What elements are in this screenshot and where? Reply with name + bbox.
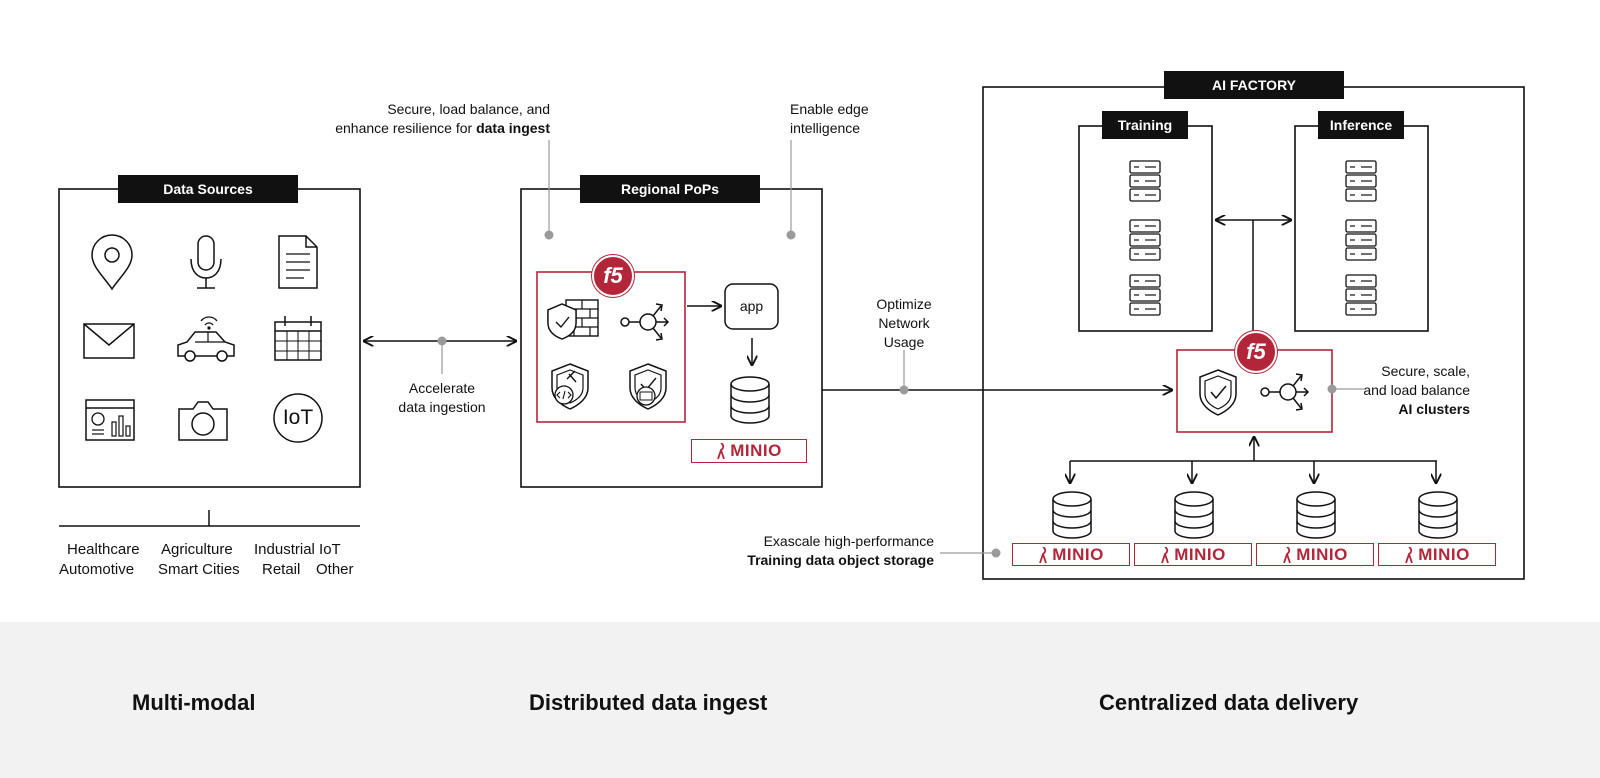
document-icon [278, 235, 318, 289]
iot-icon-label: IoT [282, 406, 314, 429]
edge-annotation: Enable edge intelligence [790, 101, 869, 136]
minio-label: MINIO [1418, 544, 1470, 564]
minio-logo-storage-2: MINIO [1134, 543, 1252, 566]
optimize-annotation: Optimize Network Usage [876, 296, 932, 350]
minio-bird-icon [1283, 546, 1292, 563]
regional-pops-title: Regional PoPs [580, 175, 760, 203]
inference-server-icon-2 [1345, 219, 1377, 261]
training-server-icon-1 [1129, 160, 1161, 202]
dashboard-icon [85, 399, 135, 441]
api-shield-icon [629, 363, 667, 410]
industry-agriculture: Agriculture [161, 541, 233, 558]
inference-server-icon-1 [1345, 160, 1377, 202]
ingest-annotation: Secure, load balance, and enhance resili… [335, 101, 550, 136]
training-server-icon-3 [1129, 274, 1161, 316]
connected-car-icon [177, 316, 235, 362]
pop-database-icon [730, 376, 770, 424]
inference-server-icon-3 [1345, 274, 1377, 316]
f5-logo-pops: f5 [592, 255, 634, 297]
minio-logo-storage-3: MINIO [1256, 543, 1374, 566]
minio-label: MINIO [1052, 544, 1104, 564]
storage-database-icon-3 [1296, 491, 1336, 539]
camera-icon [178, 401, 228, 441]
minio-logo-storage-4: MINIO [1378, 543, 1496, 566]
footer-multi-modal: Multi-modal [132, 690, 256, 715]
industry-automotive: Automotive [59, 561, 135, 578]
industry-healthcare: Healthcare [67, 541, 140, 558]
f5-logo-ai-factory: f5 [1235, 331, 1277, 373]
microphone-icon [190, 235, 222, 289]
code-shield-icon [551, 363, 589, 410]
minio-bird-icon [1405, 546, 1414, 563]
security-shield-icon [1199, 369, 1237, 416]
ai-factory-title: AI FACTORY [1164, 71, 1344, 99]
industry-industrial-iot: Industrial IoT [254, 541, 341, 558]
footer-centralized-delivery: Centralized data delivery [1099, 690, 1359, 715]
training-title: Training [1102, 111, 1188, 139]
minio-label: MINIO [730, 441, 782, 460]
minio-label: MINIO [1174, 544, 1226, 564]
iot-icon [273, 393, 323, 443]
storage-database-icon-1 [1052, 491, 1092, 539]
app-box [724, 283, 779, 330]
industry-other: Other [316, 561, 354, 578]
accelerate-annotation: Accelerate data ingestion [398, 380, 486, 415]
minio-logo-pops: MINIO [691, 439, 807, 463]
load-balancer-icon [620, 303, 669, 341]
footer-band [0, 622, 1600, 778]
data-sources-box [58, 188, 361, 488]
training-server-icon-2 [1129, 219, 1161, 261]
location-pin-icon [91, 234, 133, 291]
data-sources-title: Data Sources [118, 175, 298, 203]
minio-bird-icon [717, 443, 726, 459]
exascale-annotation: Exascale high-performance Training data … [747, 533, 934, 568]
email-icon [83, 323, 135, 359]
secure-scale-annotation: Secure, scale, and load balance AI clust… [1363, 363, 1470, 417]
ai-load-balancer-icon [1260, 373, 1309, 411]
storage-database-icon-2 [1174, 491, 1214, 539]
app-label: app [739, 298, 764, 314]
minio-label: MINIO [1296, 544, 1348, 564]
inference-box [1294, 125, 1429, 332]
firewall-shield-icon [547, 299, 599, 340]
calendar-icon [274, 316, 322, 361]
industry-smart-cities: Smart Cities [158, 561, 240, 578]
minio-bird-icon [1039, 546, 1048, 563]
industry-retail: Retail [262, 561, 301, 578]
inference-title: Inference [1318, 111, 1404, 139]
minio-logo-storage-1: MINIO [1012, 543, 1130, 566]
storage-database-icon-4 [1418, 491, 1458, 539]
footer-distributed-ingest: Distributed data ingest [529, 690, 768, 715]
training-box [1078, 125, 1213, 332]
minio-bird-icon [1161, 546, 1170, 563]
